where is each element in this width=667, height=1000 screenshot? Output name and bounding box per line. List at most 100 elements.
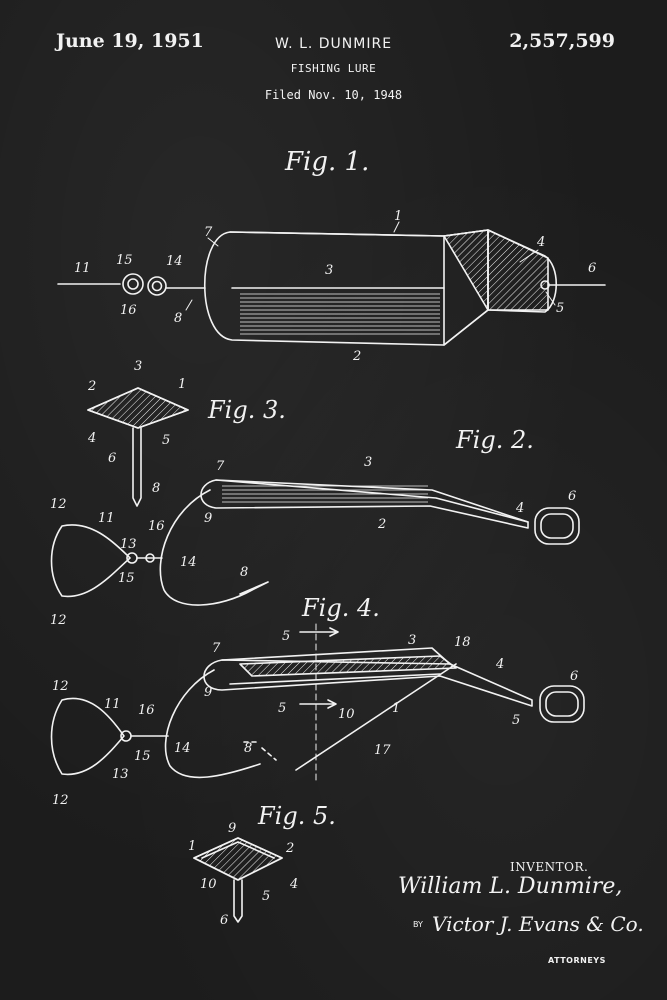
svg-text:5: 5 (278, 701, 286, 716)
svg-text:16: 16 (120, 303, 137, 318)
svg-text:6: 6 (108, 451, 116, 466)
svg-text:1: 1 (392, 701, 400, 716)
fig2-line-tie-inner (540, 513, 574, 539)
svg-text:5: 5 (512, 713, 520, 728)
fig1-label: Fig. 1. (284, 147, 369, 177)
fig1-ring-15 (122, 273, 144, 295)
svg-text:9: 9 (228, 821, 236, 836)
svg-text:6: 6 (588, 261, 596, 276)
fig4-weed-guard-17 (295, 663, 457, 771)
figure-3: Fig. 3. 3 2 1 4 5 6 8 (87, 359, 286, 507)
attorney-signature: Victor J. Evans & Co. (432, 912, 644, 936)
figure-1: Fig. 1. 11 15 14 16 8 7 1 (57, 147, 606, 364)
fig3-cross-section (87, 387, 189, 429)
svg-text:4: 4 (536, 235, 545, 250)
svg-text:11: 11 (98, 511, 115, 526)
svg-text:15: 15 (134, 749, 151, 764)
svg-text:5: 5 (556, 301, 564, 316)
svg-text:3: 3 (134, 359, 142, 374)
fig1-lower-shading (240, 292, 440, 337)
svg-text:2: 2 (285, 841, 294, 856)
svg-text:9: 9 (204, 685, 212, 700)
fig4-section-arrow-top (299, 627, 339, 637)
svg-text:1: 1 (394, 209, 402, 224)
fig2-label: Fig. 2. (455, 426, 534, 454)
svg-text:9: 9 (204, 511, 212, 526)
svg-text:16: 16 (138, 703, 155, 718)
fig1-head (487, 229, 557, 313)
svg-text:4: 4 (515, 501, 524, 516)
fig4-line-tie-6 (539, 685, 585, 723)
svg-text:8: 8 (240, 565, 248, 580)
by-label: BY (413, 920, 423, 929)
svg-text:13: 13 (120, 537, 137, 552)
fig1-top-edge (229, 231, 445, 237)
svg-text:4: 4 (289, 877, 298, 892)
svg-text:16: 16 (148, 519, 165, 534)
fig4-label: Fig. 4. (301, 594, 380, 622)
fig2-ring-15 (126, 552, 138, 564)
svg-text:1: 1 (178, 377, 186, 392)
fig1-ring-14-inner (151, 280, 163, 292)
svg-text:7: 7 (212, 641, 221, 656)
svg-text:12: 12 (52, 793, 69, 808)
fig2-top-edge (215, 479, 529, 523)
svg-text:7: 7 (216, 459, 225, 474)
fig4-line-tie-inner (545, 691, 579, 717)
fig5-cross-section (193, 837, 283, 881)
fig4-hook-barb-hidden (243, 741, 277, 761)
svg-text:5: 5 (162, 433, 170, 448)
svg-text:12: 12 (50, 613, 67, 628)
svg-text:10: 10 (338, 707, 355, 722)
fig4-section-arrow-bottom (299, 699, 337, 709)
svg-text:8: 8 (174, 311, 182, 326)
svg-text:6: 6 (568, 489, 576, 504)
svg-text:14: 14 (174, 741, 191, 756)
patent-number: 2,557,599 (509, 30, 615, 52)
attorneys-label: ATTORNEYS (548, 956, 606, 965)
svg-text:4: 4 (87, 431, 96, 446)
fig5-guard (201, 841, 275, 859)
fig2-clevis-16 (145, 553, 155, 563)
fig2-hook (159, 489, 269, 606)
svg-text:7: 7 (204, 225, 213, 240)
svg-text:6: 6 (570, 669, 578, 684)
patent-title: FISHING LURE (290, 62, 377, 75)
svg-text:10: 10 (200, 877, 217, 892)
svg-text:4: 4 (495, 657, 504, 672)
fig1-ring-inner (127, 278, 139, 290)
figure-2: Fig. 2. 7 3 9 2 4 6 8 12 12 11 13 (50, 426, 580, 628)
svg-text:6: 6 (220, 913, 228, 928)
fig2-line-tie-6 (534, 507, 580, 545)
svg-text:15: 15 (116, 253, 133, 268)
svg-text:8: 8 (244, 741, 252, 756)
fig4-hook (164, 669, 261, 779)
fig4-spinner-blade (50, 697, 125, 776)
fig3-outline (87, 387, 189, 429)
fig1-head-hatched (443, 229, 549, 311)
inventor-name-header: W. L. DUNMIRE (274, 36, 393, 52)
filed-date: Filed Nov. 10, 1948 (264, 88, 403, 102)
fig4-body (203, 659, 533, 707)
fig1-ring-14 (147, 276, 167, 296)
svg-text:2: 2 (87, 379, 96, 394)
svg-text:11: 11 (74, 261, 91, 276)
svg-text:14: 14 (166, 254, 183, 269)
patent-date: June 19, 1951 (56, 30, 204, 52)
svg-text:11: 11 (104, 697, 121, 712)
figure-4: Fig. 4. 5 3 18 7 9 10 1 (50, 594, 585, 808)
svg-text:2: 2 (352, 349, 361, 364)
figure-5: Fig. 5. 9 1 2 10 4 5 6 (188, 802, 336, 928)
svg-text:12: 12 (50, 497, 67, 512)
inventor-signature: William L. Dunmire, (398, 874, 623, 899)
svg-text:1: 1 (188, 839, 196, 854)
fig4-hatched-insert (239, 655, 457, 677)
inventor-label: INVENTOR. (510, 860, 589, 874)
svg-text:3: 3 (325, 263, 333, 278)
fig2-shading (222, 484, 428, 504)
svg-text:8: 8 (152, 481, 160, 496)
fig2-spinner-blade (50, 524, 131, 598)
svg-text:5: 5 (262, 889, 270, 904)
